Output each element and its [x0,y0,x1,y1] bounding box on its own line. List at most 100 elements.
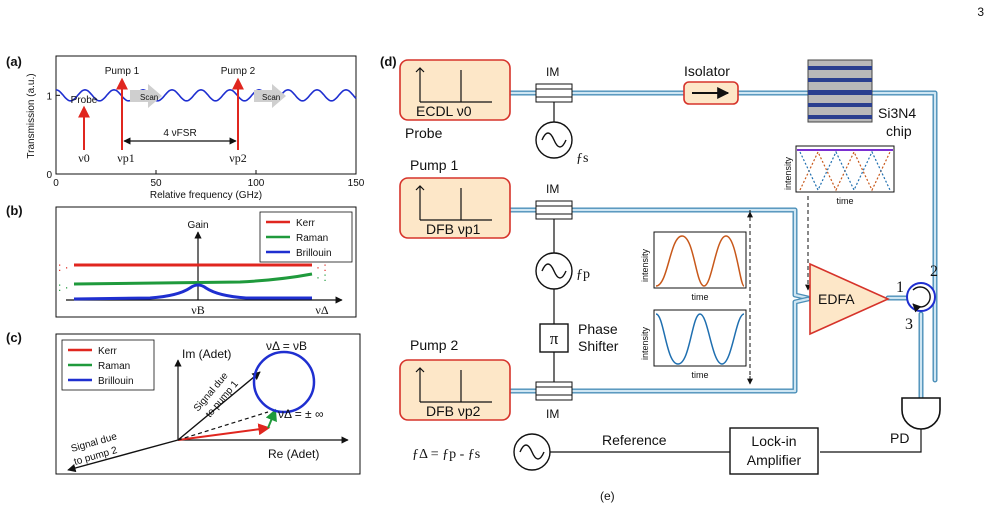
page-number: 3 [977,5,984,19]
lockin-line1: Lock-in [751,433,796,449]
dfb1-laser: DFB νp1 [399,177,511,239]
pump-arrows [78,77,244,150]
pump1-label-d: Pump 1 [410,157,458,173]
lockin-amplifier: Lock-in Amplifier Reference [548,427,819,475]
legend-c-raman: Raman [98,361,130,372]
circ-port-3: 3 [905,316,913,333]
gain-label: Gain [187,220,208,231]
legend-kerr: Kerr [296,218,316,229]
legend-raman: Raman [296,233,328,244]
nu-delta-label: νΔ [315,303,328,317]
raman-vector [265,408,277,429]
inset-combined: intensity time [783,145,895,206]
edfa: EDFA [809,262,890,336]
raman-curve [73,272,313,286]
panel-c-label: (c) [6,330,22,345]
nu0-label: ν0 [78,151,89,165]
probe-label: Probe [71,95,98,106]
scan-arrow-1 [130,84,162,108]
panel-c: (c) Kerr Raman Brillouin Im (Adet) Re (A… [6,330,361,475]
legend-c-kerr: Kerr [98,346,118,357]
inset-pump1-ylabel: intensity [640,248,650,282]
dfb2-label: DFB νp2 [426,403,481,419]
panel-c-frame [55,333,361,475]
isolator-label: Isolator [684,63,730,79]
dfb2-laser: DFB νp2 [399,359,511,421]
im-2: IM ƒp π Phase Shifter [535,182,619,382]
panel-b-label: (b) [6,203,23,218]
raman-dots-right: · : [316,270,327,284]
inset-combined-xlabel: time [836,196,853,206]
dashed-vector [177,411,269,441]
circ-port-1: 1 [896,279,904,296]
nu-eq-b-label: νΔ = νB [266,339,307,353]
scan-label-2: Scan [262,93,280,102]
im-axis-label: Im (Adet) [182,347,231,361]
nu-eq-inf-label: νΔ = ± ∞ [278,407,324,421]
nup2-label: νp2 [229,151,246,165]
circulator: 1 2 3 [896,263,938,333]
x-tick-label: 150 [348,178,365,189]
ecdl-label: ECDL ν0 [416,103,472,119]
chip-label-line1: Si3N4 [878,105,916,121]
im1-label: IM [546,65,559,79]
x-axis-label: Relative frequency (GHz) [150,190,262,201]
pump2-label-d: Pump 2 [410,337,458,353]
pump2-label: Pump 2 [221,66,256,77]
im3-label: IM [546,407,559,421]
inset-pump1: intensity time [640,231,747,302]
pd-label: PD [890,430,909,446]
kerr-vector [177,423,271,441]
brillouin-curve [73,283,312,301]
panel-b-frame [55,206,357,318]
fiber-paths [507,90,938,401]
y-tick-label: 1 [46,91,52,102]
phase-shifter-line1: Phase [578,321,618,337]
panel-a-label: (a) [6,54,22,69]
legend-brillouin: Brillouin [296,248,332,259]
transmission-curve [55,88,357,102]
raman-dots-left: : · [58,280,69,294]
probe-label-d: Probe [405,125,443,141]
fsr-label: 4 νFSR [163,128,196,139]
panel-a: (a) Transmission (a.u.) Relative frequen… [6,54,365,201]
pump1-label: Pump 1 [105,66,140,77]
edfa-label: EDFA [818,291,855,307]
phase-shifter-line2: Shifter [578,338,619,354]
ecdl-laser: ECDL ν0 [399,59,511,121]
fs-label: ƒs [576,151,588,166]
reference-label: Reference [602,432,667,448]
pump2-vector [67,439,179,473]
inset-combined-ylabel: intensity [783,156,793,190]
caption-fragment: (e) [600,489,615,503]
reference-oscillator: ƒΔ = ƒp - ƒs [412,433,551,471]
scan-arrow-2 [254,84,286,108]
x-tick-label: 100 [248,178,265,189]
im-3: IM [535,381,573,421]
inset-pump2-xlabel: time [691,370,708,380]
kerr-dots-right: · : [316,260,327,274]
chip-label-line2: chip [886,123,912,139]
inset-pump2: intensity time [640,309,747,380]
panel-d: (d) ECDL ν0 Probe Pump 1 DFB νp1 P [380,54,941,475]
im2-label: IM [546,182,559,196]
kerr-dots-left: : · [58,260,69,274]
lockin-line2: Amplifier [747,452,802,468]
panel-a-frame [55,55,357,175]
pi-label: π [550,329,559,348]
panel-b-legend [259,211,353,263]
fp-label: ƒp [576,267,590,282]
photodetector: PD [820,397,941,453]
y-axis-label: Transmission (a.u.) [26,73,37,158]
nup1-label: νp1 [117,151,134,165]
y-tick-label: 0 [46,170,52,181]
inset-pump2-ylabel: intensity [640,326,650,360]
legend-c-brillouin: Brillouin [98,376,134,387]
x-tick-label: 50 [150,178,162,189]
f-delta-label: ƒΔ = ƒp - ƒs [412,447,480,462]
si3n4-chip: Si3N4 chip [807,59,916,139]
brillouin-circle [252,350,316,414]
isolator: Isolator [683,63,739,105]
